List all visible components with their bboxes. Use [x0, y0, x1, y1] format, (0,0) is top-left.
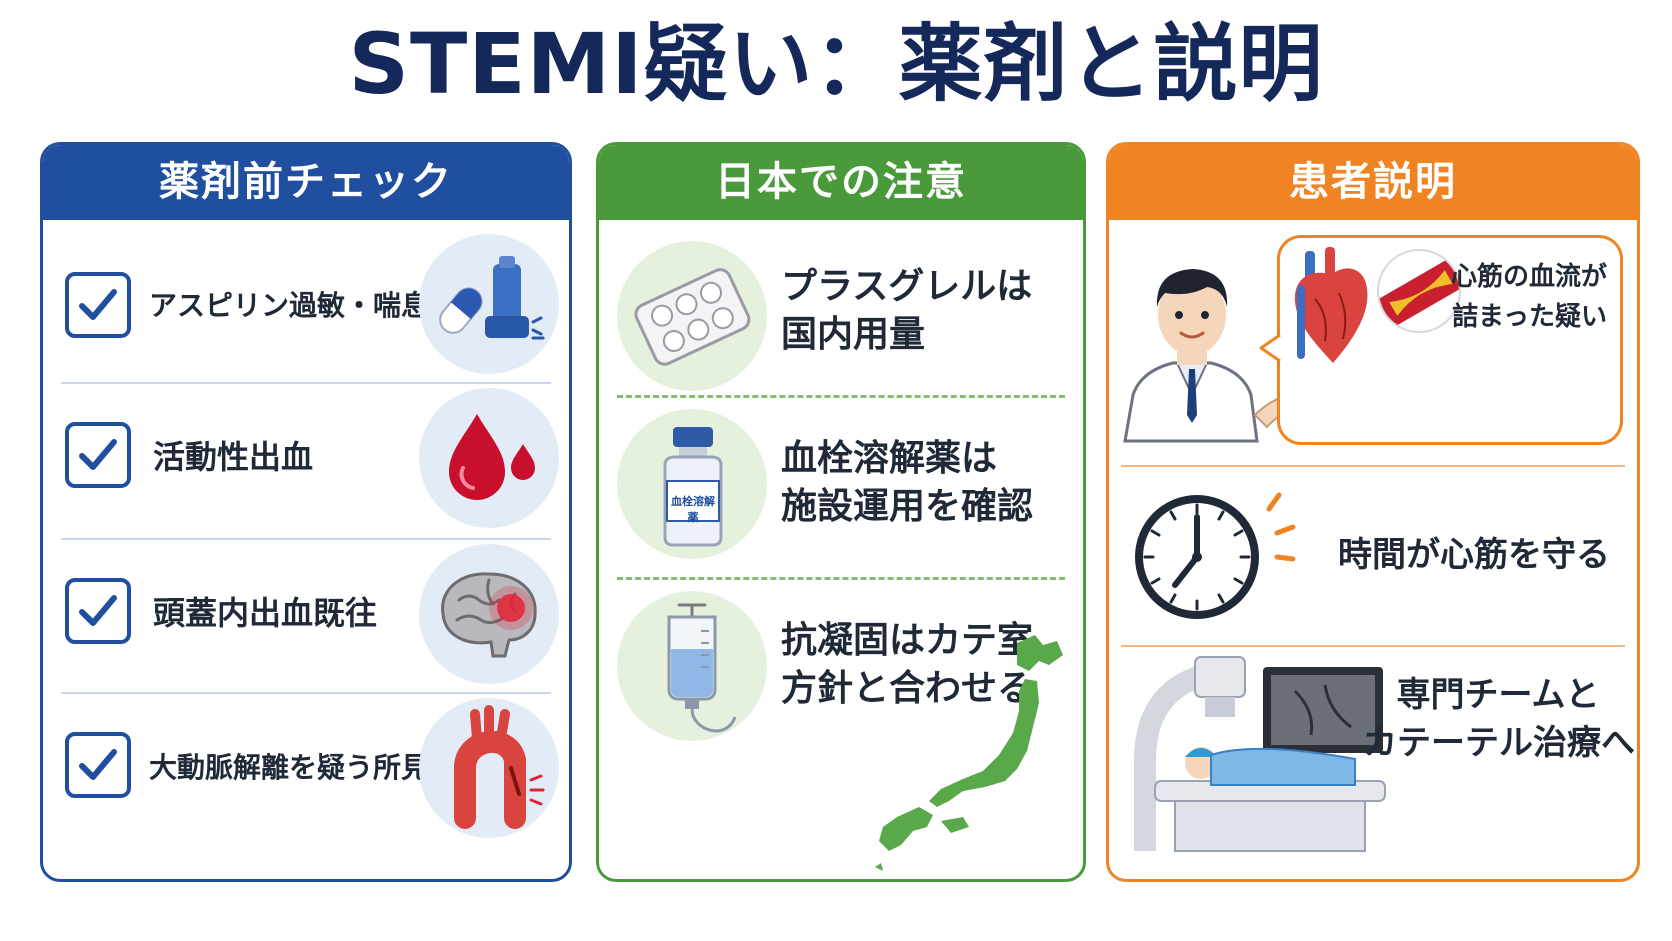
blood-drop-icon: [419, 388, 559, 528]
pill-blister-icon: [617, 241, 767, 391]
checkbox-icon[interactable]: [65, 578, 131, 644]
brain-bleed-icon: [419, 544, 559, 684]
panel-patient-explanation: 患者説明: [1106, 142, 1640, 882]
check-item: 活動性出血: [43, 384, 569, 536]
explanation-text: 専門チームと: [1396, 675, 1600, 715]
divider: [61, 692, 551, 694]
note-line: 血栓溶解薬は: [781, 438, 998, 479]
divider: [61, 382, 551, 384]
check-label: 頭蓋内出血既往: [153, 594, 378, 632]
note-line: プラスグレルは: [781, 266, 1033, 307]
panel-header: 日本での注意: [599, 145, 1083, 220]
divider: [617, 577, 1065, 580]
check-label: アスピリン過敏・喘息: [149, 289, 430, 322]
cath-lab-icon: [1115, 651, 1395, 873]
check-item: 大動脈解離を疑う所見: [43, 694, 569, 846]
note-line: 方針と合わせる: [781, 668, 1034, 709]
check-label: 大動脈解離を疑う所見: [149, 751, 430, 784]
blocked-artery-icon: [1377, 249, 1461, 333]
divider: [1121, 465, 1625, 467]
divider: [61, 538, 551, 540]
bubble-line: 詰まった疑い: [1452, 302, 1607, 332]
panel-japan-notes: 日本での注意 プラスグレルは 国内用量 血栓溶解薬 血栓溶解薬は 施設運用を確認: [596, 142, 1086, 882]
bubble-text: 心筋の血流が 詰まった疑い: [1451, 257, 1607, 337]
speech-bubble-tail: [1259, 333, 1281, 363]
check-item: 頭蓋内出血既往: [43, 540, 569, 692]
note-line: 抗凝固はカテ室: [781, 620, 1034, 661]
panel-header: 患者説明: [1109, 145, 1637, 220]
note-line: 施設運用を確認: [781, 486, 1034, 527]
explanation-text: カテーテル治療へ: [1363, 723, 1635, 763]
check-item: アスピリン過敏・喘息: [43, 230, 569, 382]
panel-pre-drug-check: 薬剤前チェック アスピリン過敏・喘息 活動性出血: [40, 142, 572, 882]
heart-icon: [1285, 245, 1375, 375]
clock-icon: [1129, 481, 1299, 631]
vial-label: 血栓溶解薬: [671, 495, 715, 524]
page-title: STEMI疑い：薬剤と説明: [348, 15, 1324, 113]
doctor-icon: [1115, 245, 1315, 445]
divider: [617, 395, 1065, 398]
divider: [1121, 645, 1625, 647]
iv-bag-icon: [617, 591, 767, 741]
checkbox-icon[interactable]: [65, 422, 131, 488]
vial-icon: 血栓溶解薬: [617, 409, 767, 559]
checkbox-icon[interactable]: [65, 732, 131, 798]
checkbox-icon[interactable]: [65, 272, 131, 338]
explanation-text: 時間が心筋を守る: [1338, 535, 1610, 575]
bubble-line: 心筋の血流が: [1450, 262, 1607, 292]
panel-header: 薬剤前チェック: [43, 145, 569, 220]
check-label: 活動性出血: [153, 438, 314, 476]
aorta-dissection-icon: [419, 698, 559, 838]
japan-map-icon: [867, 631, 1067, 877]
note-line: 国内用量: [781, 314, 926, 355]
inhaler-capsule-icon: [419, 234, 559, 374]
